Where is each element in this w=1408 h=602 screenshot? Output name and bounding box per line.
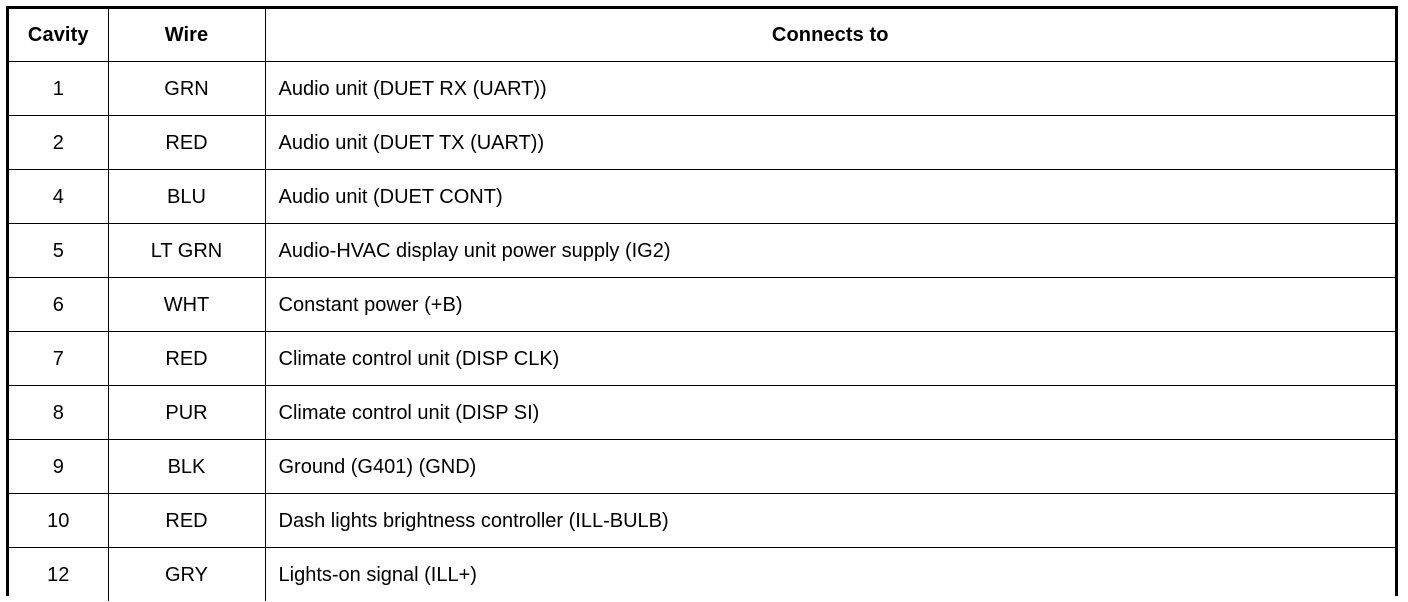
column-header-wire: Wire — [107, 9, 266, 62]
column-header-cavity: Cavity — [9, 9, 109, 62]
cell-cavity: 2 — [9, 115, 109, 170]
cell-connects-to: Audio unit (DUET RX (UART)) — [264, 61, 1395, 116]
cell-cavity: 12 — [9, 547, 109, 601]
table-header-row: Cavity Wire Connects to — [9, 9, 1395, 62]
cell-wire: GRN — [107, 61, 266, 116]
cell-wire: RED — [107, 115, 266, 170]
cell-wire: BLK — [107, 439, 266, 494]
column-header-connects-to: Connects to — [264, 9, 1395, 62]
cell-connects-to: Climate control unit (DISP CLK) — [264, 331, 1395, 386]
cell-connects-to: Constant power (+B) — [264, 277, 1395, 332]
cell-cavity: 9 — [9, 439, 109, 494]
cell-wire: PUR — [107, 385, 266, 440]
table-header: Cavity Wire Connects to — [9, 9, 1395, 62]
cell-cavity: 8 — [9, 385, 109, 440]
cell-cavity: 6 — [9, 277, 109, 332]
cell-wire: WHT — [107, 277, 266, 332]
cell-connects-to: Dash lights brightness controller (ILL-B… — [264, 493, 1395, 548]
cell-connects-to: Audio-HVAC display unit power supply (IG… — [264, 223, 1395, 278]
cell-wire: GRY — [107, 547, 266, 601]
cell-connects-to: Audio unit (DUET CONT) — [264, 169, 1395, 224]
cell-wire: RED — [107, 331, 266, 386]
cell-cavity: 10 — [9, 493, 109, 548]
cell-wire: BLU — [107, 169, 266, 224]
cell-connects-to: Audio unit (DUET TX (UART)) — [264, 115, 1395, 170]
cell-connects-to: Climate control unit (DISP SI) — [264, 385, 1395, 440]
cell-wire: RED — [107, 493, 266, 548]
cell-cavity: 5 — [9, 223, 109, 278]
cell-cavity: 7 — [9, 331, 109, 386]
cell-connects-to: Ground (G401) (GND) — [264, 439, 1395, 494]
cell-cavity: 1 — [9, 61, 109, 116]
cell-wire: LT GRN — [107, 223, 266, 278]
cell-connects-to: Lights-on signal (ILL+) — [264, 547, 1395, 601]
cell-cavity: 4 — [9, 169, 109, 224]
